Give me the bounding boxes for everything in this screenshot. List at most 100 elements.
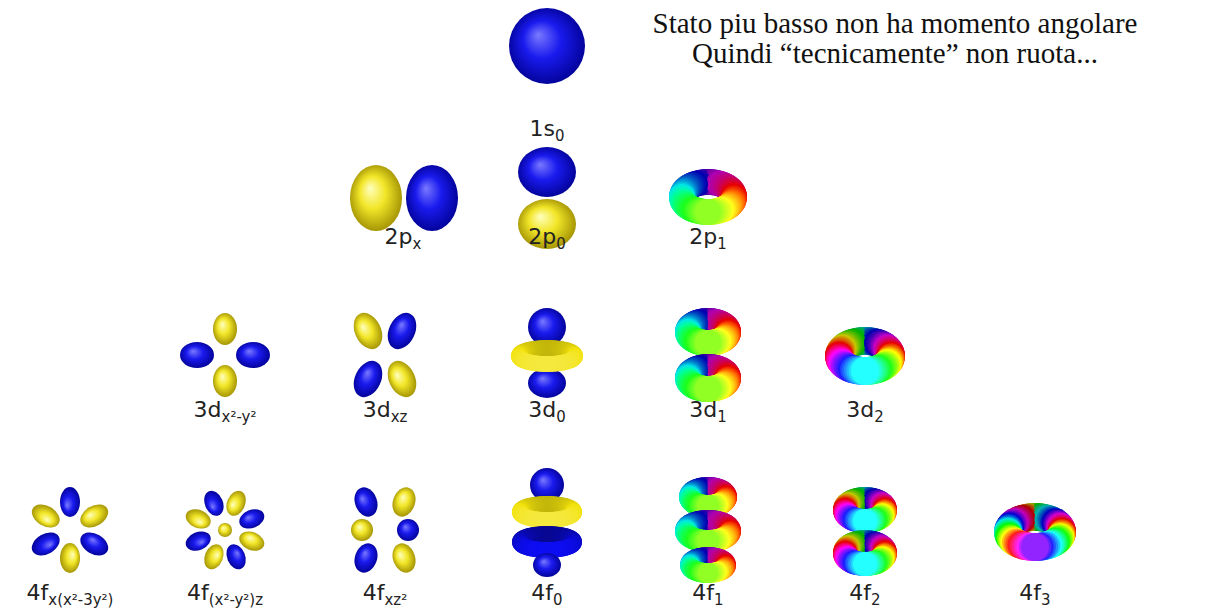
orbital-index: xz [391,408,408,426]
orbital-label: 4fx(x²-3y²) [27,580,114,610]
orbital-name: 2p [689,224,717,249]
torus-segment [695,199,721,225]
orbital-index: 0 [556,235,566,253]
orbital-label: 4f1 [692,580,723,610]
torus-segment [853,509,877,533]
orbital-name: 4f [692,580,714,605]
orbital-torus [511,340,583,372]
orbital-label: 4fxz² [363,580,407,610]
orbital-index: x(x²-3y²) [48,591,113,609]
torus-segment [539,512,555,528]
orbital-lobe [509,8,585,84]
orbital-label: 1s0 [530,116,565,146]
orbital-lobe [213,313,237,345]
orbital-name: 2p [528,224,556,249]
orbital-label: 2p0 [528,224,565,254]
torus-segment [851,357,879,385]
orbital-lobe [382,308,422,353]
orbital-label: 2px [385,224,422,254]
orbital-index: (x²-y²)z [209,591,263,609]
orbital-name: 4f [531,580,553,605]
orbital-index: 1 [714,591,724,609]
orbital-lobe [351,540,382,576]
orbital-lobe [76,500,112,532]
orbital-label: 3dx²-y² [194,397,257,427]
orbital-torus [675,510,741,552]
orbital-lobe [28,500,64,532]
orbital-lobe [389,540,420,576]
orbital-lobe [351,519,373,541]
orbital-lobe [351,484,382,520]
orbital-index: 0 [553,591,563,609]
torus-segment [695,330,721,356]
orbital-torus [994,503,1076,561]
orbital-label: 2p1 [689,224,726,254]
orbital-torus [833,487,897,533]
orbital-index: 0 [556,408,566,426]
orbital-index: 1 [717,408,727,426]
orbital-torus [825,327,905,385]
orbital-label: 3d1 [689,397,726,427]
orbital-torus [675,308,741,356]
orbital-lobe [406,165,458,231]
orbital-lobe [183,528,214,555]
orbital-lobe [518,147,576,197]
orbital-name: 3d [846,397,874,422]
orbital-index: 2 [871,591,881,609]
orbital-torus [512,496,582,528]
orbital-name: 2p [385,224,413,249]
orbital-name: 3d [194,397,222,422]
orbital-torus [833,530,897,576]
orbital-name: 4f [187,580,209,605]
orbital-index: 1 [717,235,727,253]
orbital-name: 3d [528,397,556,422]
orbital-name: 4f [27,580,49,605]
orbital-lobe [348,356,388,401]
orbital-name: 4f [849,580,871,605]
orbital-lobe [60,543,80,573]
torus-segment [539,356,555,372]
orbital-lobe [518,199,576,249]
orbital-label: 3d0 [528,397,565,427]
orbital-index: 2 [874,408,884,426]
orbital-lobe [236,342,270,368]
orbital-lobe [60,487,80,517]
orbital-index: xz² [385,591,408,609]
orbital-name: 4f [363,580,385,605]
orbital-lobe [213,365,237,397]
orbital-label: 3d2 [846,397,883,427]
orbital-lobe [348,308,388,353]
orbital-lobe [201,488,228,519]
orbitals [28,8,1076,583]
orbital-lobe [180,342,214,368]
orbital-lobe [218,523,232,537]
orbital-index: x [413,235,422,253]
orbital-lobe [28,528,64,560]
orbital-torus [675,354,741,402]
orbital-label: 4f(x²-y²)z [187,580,263,610]
orbital-lobe [533,553,561,577]
torus-segment [1021,533,1049,561]
orbital-name: 1s [530,116,555,141]
orbital-name: 3d [689,397,717,422]
orbital-name: 4f [1019,580,1041,605]
orbital-label: 4f2 [849,580,880,610]
orbital-lobe [397,519,419,541]
orbital-lobe [76,528,112,560]
orbital-torus [669,169,747,225]
note-text: Stato piu basso non ha momento angolare … [610,8,1180,69]
orbital-name: 3d [363,397,391,422]
orbital-torus [680,547,736,583]
orbital-label: 4f3 [1019,580,1050,610]
orbital-lobe [350,165,402,231]
orbital-index: 0 [555,127,565,145]
torus-segment [853,552,877,576]
orbital-lobe [382,356,422,401]
orbital-label: 4f0 [531,580,562,610]
orbital-lobe [236,506,267,533]
orbital-lobe [223,541,250,572]
orbital-label: 3dxz [363,397,408,427]
orbital-lobe [389,484,420,520]
